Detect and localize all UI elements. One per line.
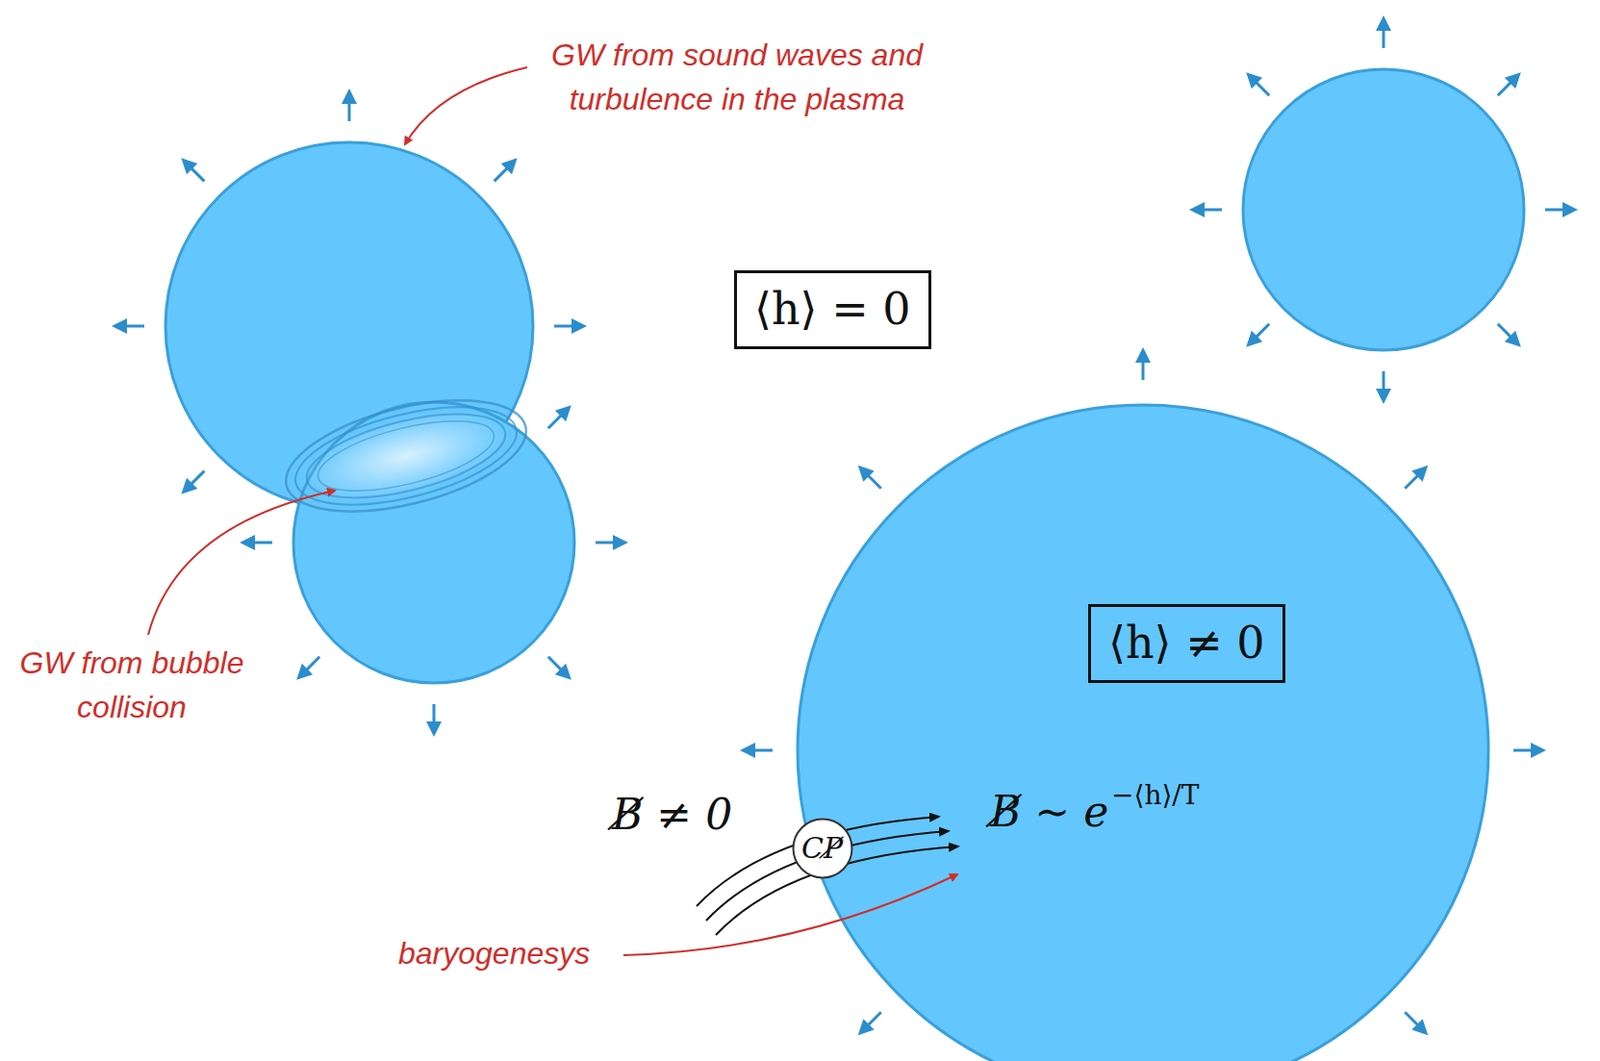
bubble-outline — [795, 403, 1491, 1061]
bubble — [797, 405, 1489, 1061]
leader-line — [148, 490, 335, 635]
phase-box: ⟨h⟩ ≠ 0 — [1088, 604, 1286, 684]
cp-label: CP̸ — [801, 834, 843, 864]
cp-circle — [793, 819, 853, 879]
formula-exponent: −⟨h⟩/T — [1111, 780, 1199, 812]
phase-box: ⟨h⟩ = 0 — [734, 270, 932, 350]
baryon-formula: B̸ ∼ e — [990, 787, 1109, 838]
cp-violation-circle: CP̸ — [791, 817, 854, 880]
annotation: baryogenesys — [398, 931, 590, 976]
phase-label: ⟨h⟩ ≠ 0 — [1091, 607, 1283, 680]
leader-line — [405, 67, 528, 145]
bubble — [1243, 69, 1524, 351]
bubble-node: B̸ ∼ e−⟨h⟩/T ⟨h⟩ ≠ 0 — [795, 403, 1491, 1061]
annotation: GW from bubble collision — [11, 640, 253, 731]
collision-waves — [275, 380, 538, 534]
baryon-label: B̸ ≠ 0 — [611, 790, 733, 840]
phase-label: ⟨h⟩ = 0 — [736, 273, 929, 346]
annotation: GW from sound waves and turbulence in th… — [506, 32, 968, 123]
